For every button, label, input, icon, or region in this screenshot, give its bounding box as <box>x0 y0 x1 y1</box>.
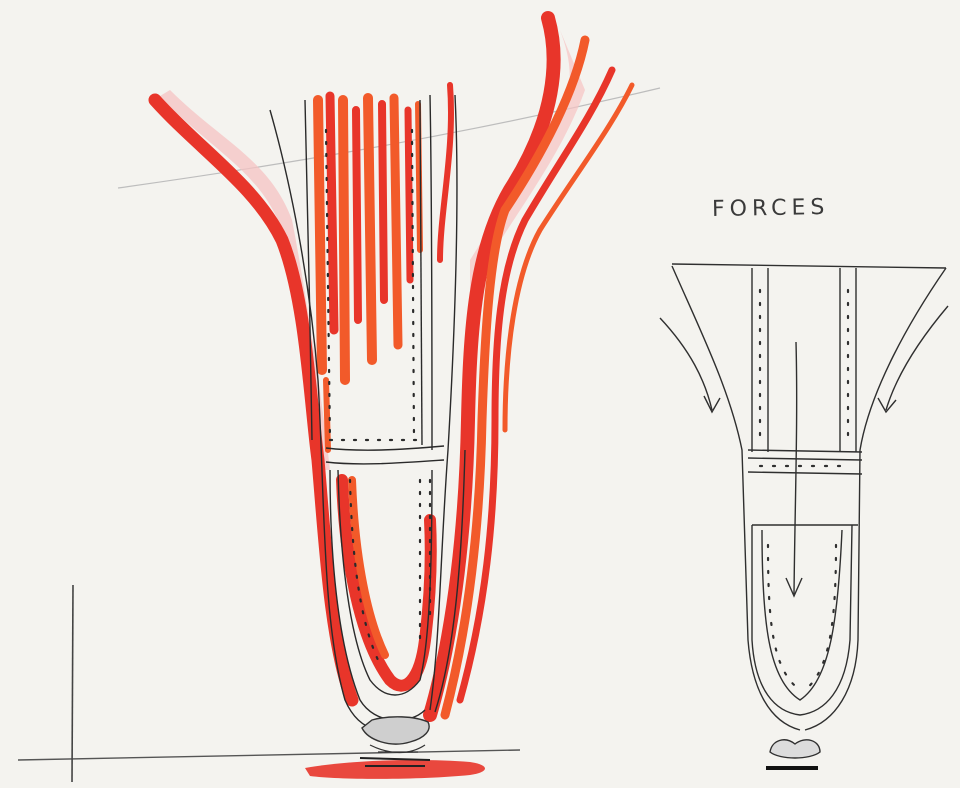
inner-cup-2 <box>762 530 842 700</box>
right-arm-red-4 <box>505 85 632 430</box>
ground-red-smear <box>305 760 485 779</box>
force-arrow-right <box>886 306 948 410</box>
forces-label: FORCES <box>712 195 830 222</box>
base-knot <box>362 717 429 744</box>
right-arm-red-5 <box>440 85 451 260</box>
band-top <box>748 450 862 452</box>
flare-left <box>672 266 800 730</box>
forces-dots <box>760 290 850 690</box>
force-arrow-center <box>794 342 797 594</box>
ground-line <box>18 750 520 760</box>
core-hatching-upper <box>318 96 420 450</box>
top-plate <box>672 264 946 268</box>
forces-base-knot <box>770 740 820 758</box>
left-coloured-sketch <box>155 18 632 779</box>
pink-wash-left <box>160 90 330 470</box>
inner-cup <box>752 525 852 715</box>
band-bottom <box>748 472 862 474</box>
scale-mark <box>72 585 73 782</box>
right-forces-sketch <box>660 264 948 768</box>
band-mid <box>748 458 862 460</box>
